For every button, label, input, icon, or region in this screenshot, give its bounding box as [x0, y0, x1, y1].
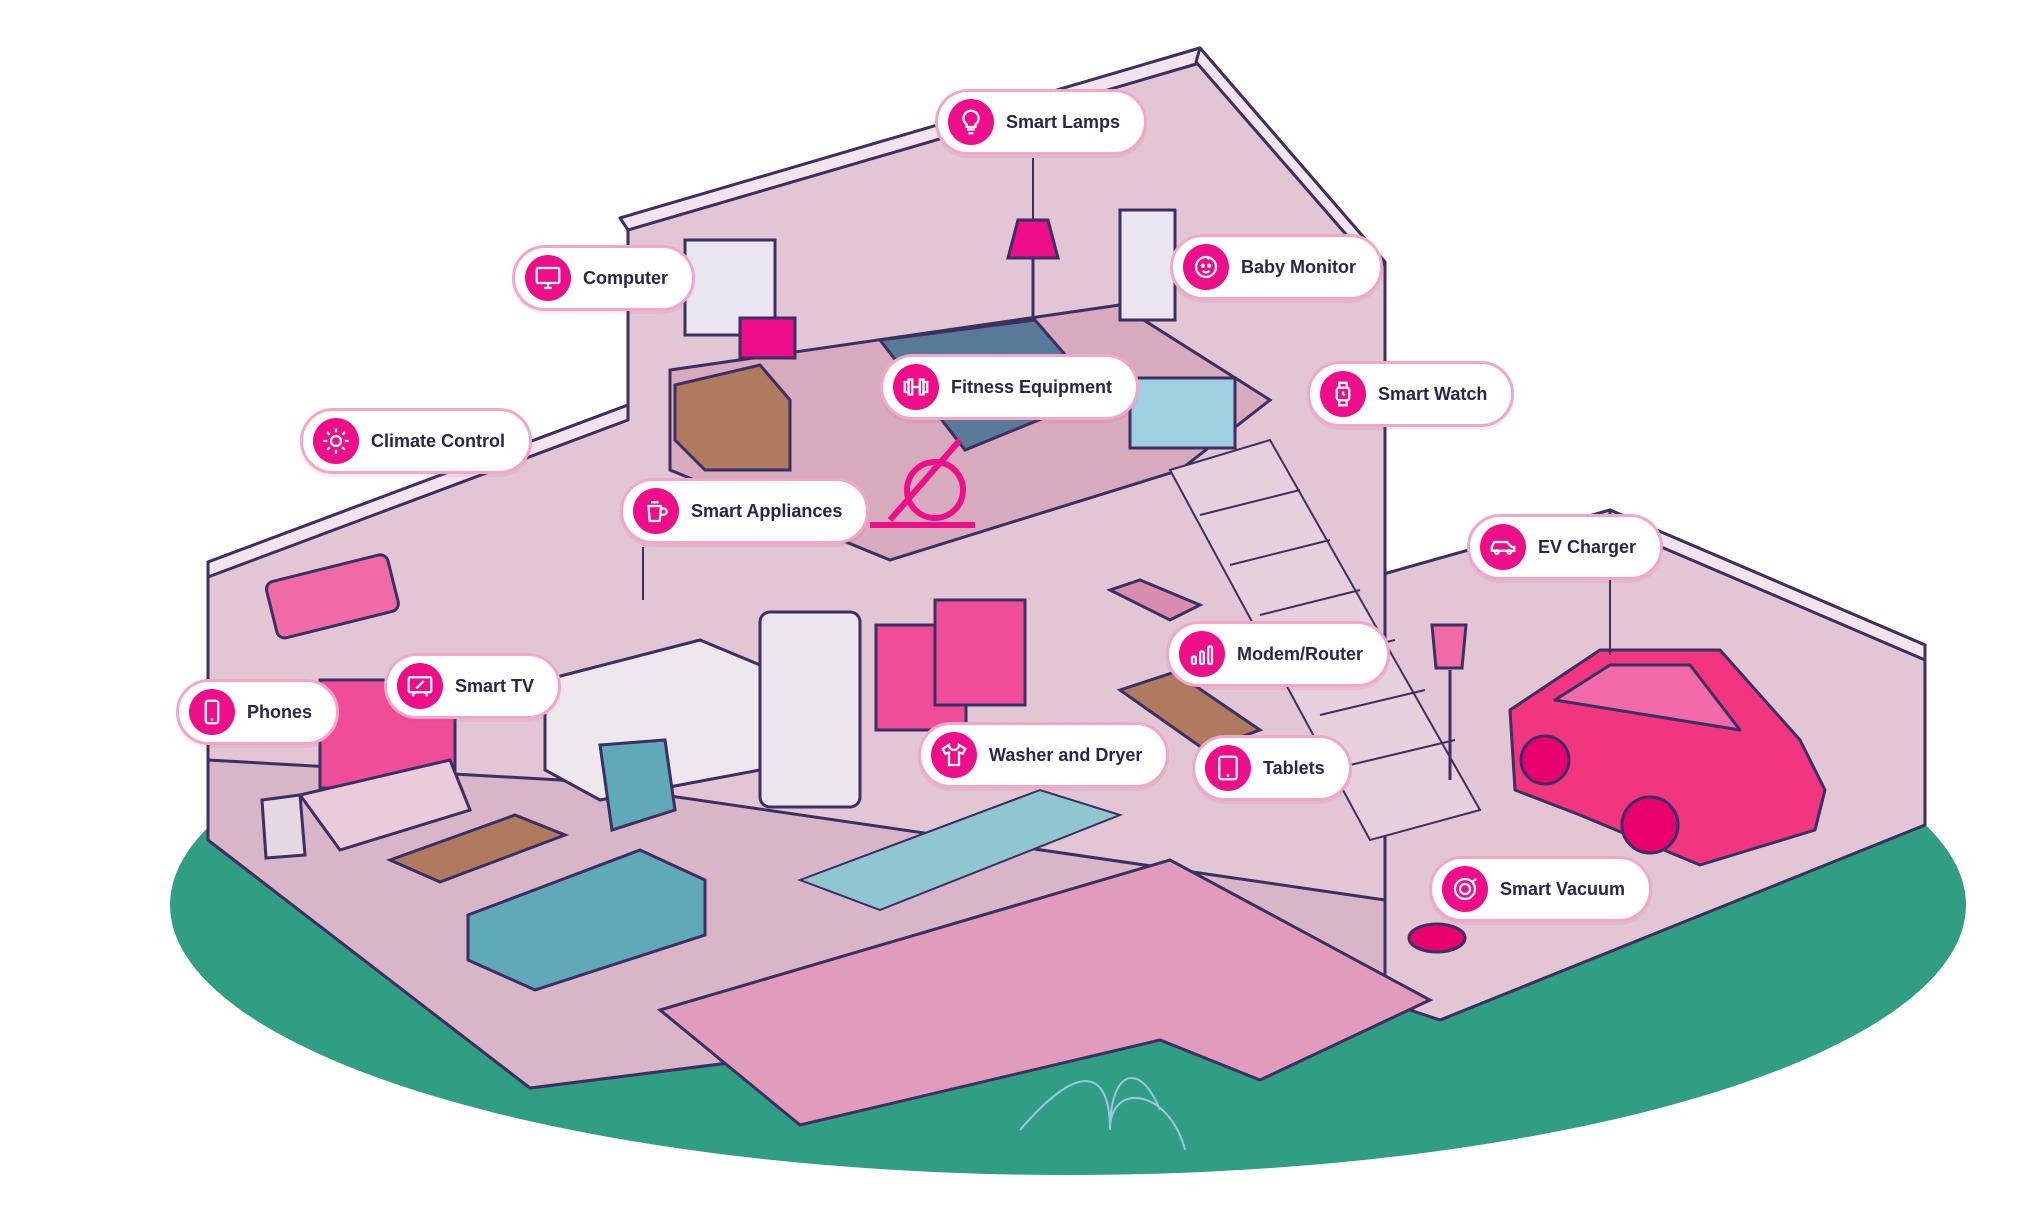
label-phones: Phones: [176, 679, 340, 745]
ev-charger-unit: [1430, 623, 1468, 670]
desk: [673, 363, 792, 472]
lightbulb-icon: [948, 99, 994, 145]
dryer: [933, 598, 1027, 707]
label-ev-charger: EV Charger: [1467, 514, 1664, 580]
label-smart-appliances: Smart Appliances: [620, 478, 870, 544]
label-modem-router: Modem/Router: [1166, 621, 1390, 687]
label-text: Phones: [247, 701, 313, 722]
floor-lamp-shade: [1006, 218, 1060, 260]
robot-vacuum: [1407, 922, 1467, 954]
tablet-bench: [1116, 670, 1264, 752]
tv-stand: [297, 758, 472, 852]
computer-monitor: [738, 316, 797, 360]
label-text: Smart Appliances: [691, 500, 843, 521]
sprinkler: [1019, 1077, 1186, 1151]
car-icon: [1480, 524, 1526, 570]
label-baby-monitor: Baby Monitor: [1170, 234, 1383, 300]
label-text: Smart Watch: [1378, 383, 1488, 404]
tablet-icon: [1205, 745, 1251, 791]
label-fitness-equipment: Fitness Equipment: [880, 354, 1140, 420]
armchair: [598, 738, 677, 832]
rug: [797, 788, 1123, 912]
label-smart-watch: Smart Watch: [1307, 361, 1515, 427]
label-text: Baby Monitor: [1241, 256, 1356, 277]
phone-icon: [189, 689, 235, 735]
baby-face-icon: [1183, 244, 1229, 290]
robot-vacuum-icon: [1442, 866, 1488, 912]
label-washer-and-dryer: Washer and Dryer: [918, 722, 1170, 788]
label-text: Washer and Dryer: [989, 744, 1143, 765]
shirt-icon: [931, 732, 977, 778]
label-smart-lamps: Smart Lamps: [935, 89, 1148, 155]
label-text: Computer: [583, 267, 668, 288]
label-tablets: Tablets: [1192, 735, 1352, 801]
coffee-table: [385, 813, 570, 884]
exercise-bike: [870, 438, 975, 528]
tv-icon: [397, 663, 443, 709]
deck: [656, 858, 1434, 1127]
plant-pot: [260, 793, 307, 860]
label-text: Smart TV: [455, 675, 535, 696]
label-text: Climate Control: [371, 430, 506, 451]
label-text: Tablets: [1263, 757, 1325, 778]
monitor-icon: [525, 255, 571, 301]
crib: [1128, 376, 1237, 450]
watch-icon: [1320, 371, 1366, 417]
router-shelf: [1106, 578, 1204, 622]
sun-icon: [313, 418, 359, 464]
window: [1118, 208, 1177, 322]
kettle-icon: [633, 488, 679, 534]
label-text: Fitness Equipment: [951, 376, 1113, 397]
label-text: Smart Lamps: [1006, 111, 1121, 132]
dumbbell-icon: [893, 364, 939, 410]
label-smart-vacuum: Smart Vacuum: [1429, 856, 1653, 922]
label-smart-tv: Smart TV: [384, 653, 562, 719]
electric-car: [1508, 648, 1827, 867]
couch: [466, 848, 707, 992]
label-text: Smart Vacuum: [1500, 878, 1626, 899]
window: [683, 238, 777, 337]
refrigerator: [758, 610, 862, 809]
label-climate-control: Climate Control: [300, 408, 533, 474]
signal-bars-icon: [1179, 631, 1225, 677]
label-text: Modem/Router: [1237, 643, 1363, 664]
air-conditioner: [264, 553, 400, 640]
label-text: EV Charger: [1538, 536, 1637, 557]
label-computer: Computer: [512, 245, 695, 311]
